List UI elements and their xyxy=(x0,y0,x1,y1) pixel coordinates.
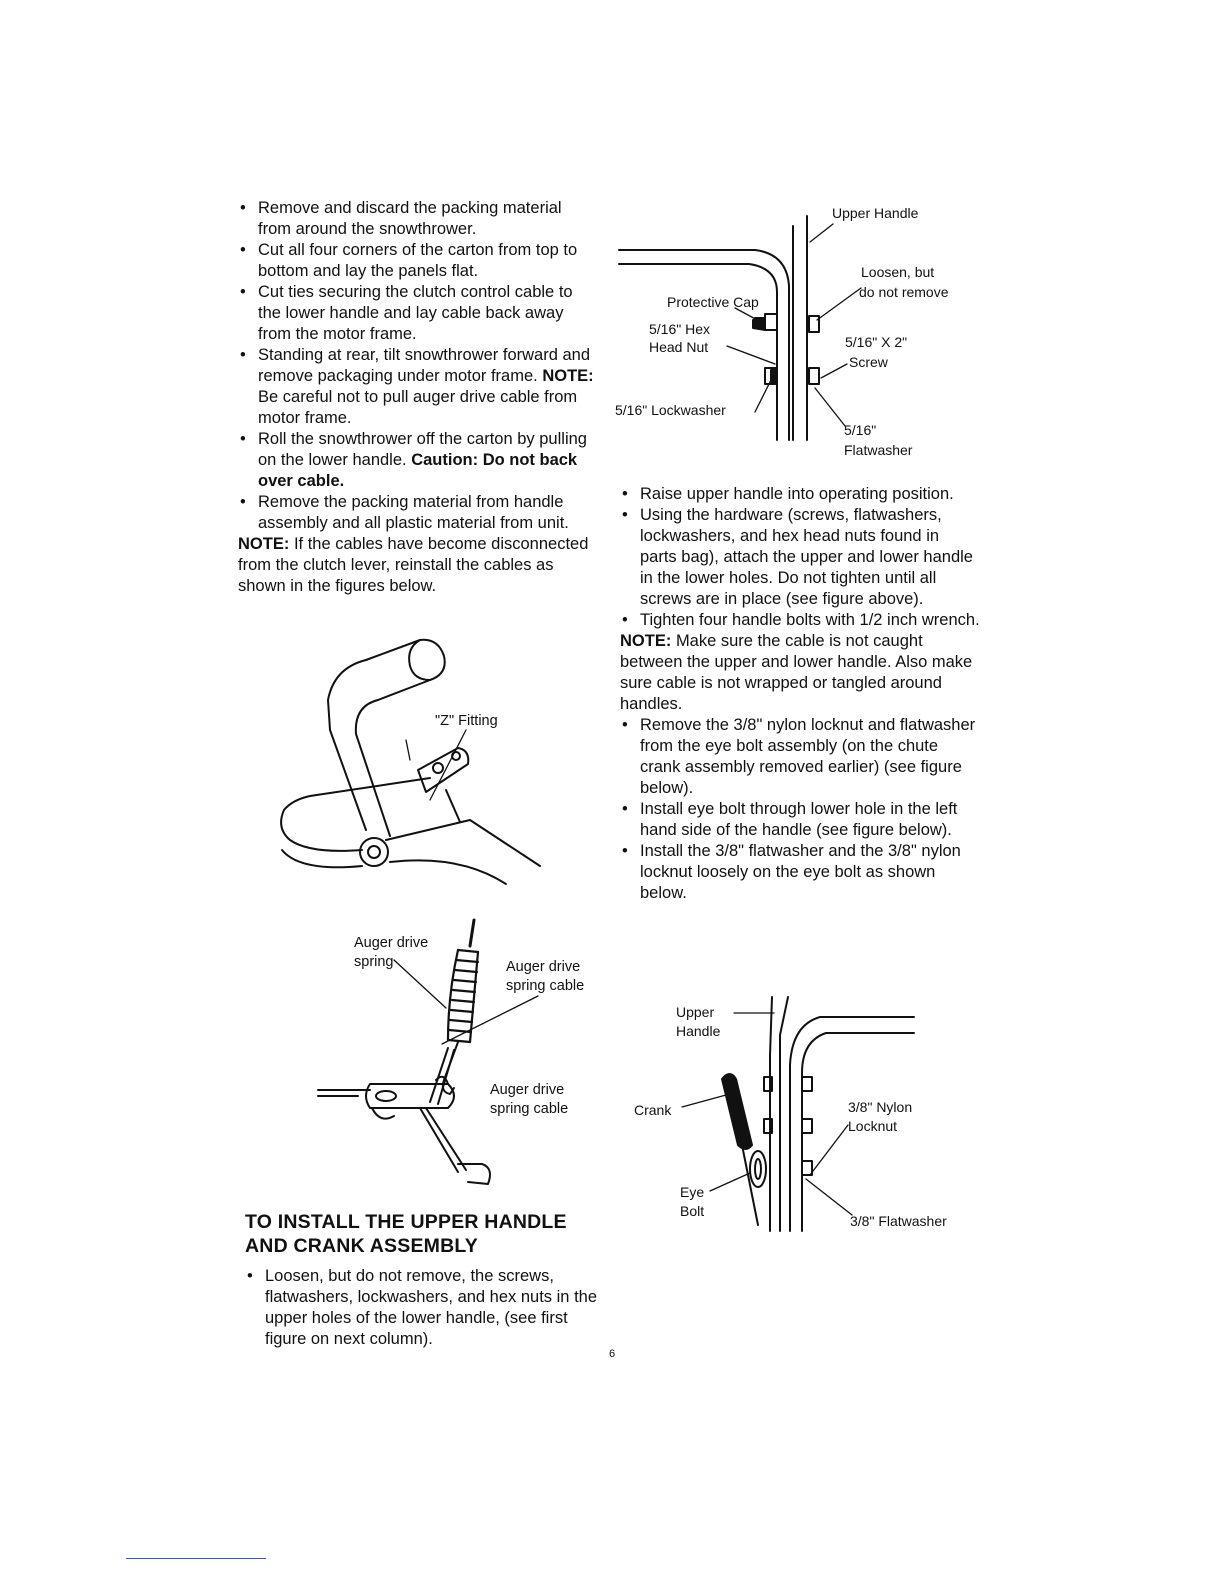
list-item: Loosen, but do not remove, the screws, f… xyxy=(245,1266,605,1350)
loosen-label-1: Loosen, but xyxy=(861,264,935,280)
locknut-label-1: 3/8" Nylon xyxy=(848,1099,913,1115)
auger-spring-label-1: Auger drive xyxy=(354,935,429,951)
section-heading: TO INSTALL THE UPPER HANDLE AND CRANK AS… xyxy=(245,1210,605,1258)
cable-caught-note: NOTE: Make sure the cable is not caught … xyxy=(620,631,980,715)
note-label: NOTE: xyxy=(238,535,290,553)
step-text: Install the 3/8" flatwasher and the 3/8"… xyxy=(640,842,961,902)
clutch-lever-drawing xyxy=(280,638,541,885)
protective-cap-label: Protective Cap xyxy=(667,294,759,310)
page-number: 6 xyxy=(609,1348,616,1360)
list-item: Tighten four handle bolts with 1/2 inch … xyxy=(620,610,980,631)
footer-rule xyxy=(126,1558,266,1559)
lower-cable-label-2: spring cable xyxy=(490,1101,569,1117)
lower-cable-label-1: Auger drive xyxy=(490,1082,565,1098)
upper-handle-label-2: Handle xyxy=(676,1023,721,1039)
handle-hardware-figure: Upper Handle Loosen, but do not remove P… xyxy=(615,196,985,466)
auger-spring-label-2: spring xyxy=(354,954,394,970)
flatwasher-label-1: 5/16" xyxy=(844,422,877,438)
list-item: Cut ties securing the clutch control cab… xyxy=(238,282,598,345)
upper-handle-label: Upper Handle xyxy=(832,205,919,221)
note-text: Be careful not to pull auger drive cable… xyxy=(258,388,578,427)
cable-note: NOTE: If the cables have become disconne… xyxy=(238,534,598,597)
step-text: Cut all four corners of the carton from … xyxy=(258,241,578,280)
note-text: Make sure the cable is not caught betwee… xyxy=(620,632,973,713)
step-text: Remove the packing material from handle … xyxy=(258,493,569,532)
screw-label-2: Screw xyxy=(849,354,888,370)
eye-bolt-label-1: Eye xyxy=(680,1184,705,1200)
auger-spring-drawing xyxy=(317,918,539,1185)
z-fitting-figure: "Z" Fitting xyxy=(270,638,590,890)
crank-eyebolt-drawing xyxy=(681,996,915,1232)
unpacking-steps: Remove and discard the packing material … xyxy=(238,198,598,534)
handle-steps: Raise upper handle into operating positi… xyxy=(620,484,980,631)
auger-spring-figure: Auger drive spring Auger drive spring ca… xyxy=(317,918,608,1190)
step-text: Install eye bolt through lower hole in t… xyxy=(640,800,958,839)
list-item: Install eye bolt through lower hole in t… xyxy=(620,799,980,841)
step-text: Standing at rear, tilt snowthrower forwa… xyxy=(258,346,591,385)
step-text: Tighten four handle bolts with 1/2 inch … xyxy=(640,611,980,629)
step-text: Remove the 3/8" nylon locknut and flatwa… xyxy=(640,716,976,797)
crank-eyebolt-figure: Upper Handle Crank 3/8" Nylon Locknut Ey… xyxy=(630,995,980,1245)
hex-nut-label-2: Head Nut xyxy=(649,339,709,355)
caution-text: Caution: Do not back over cable. xyxy=(258,451,578,490)
spring-cable-label-2: spring cable xyxy=(506,978,585,994)
flatwasher-label-2: Flatwasher xyxy=(844,442,913,458)
step-text: Cut ties securing the clutch control cab… xyxy=(258,283,573,343)
left-column: Remove and discard the packing material … xyxy=(238,198,598,597)
z-fitting-label: "Z" Fitting xyxy=(435,713,498,729)
crank-steps: Remove the 3/8" nylon locknut and flatwa… xyxy=(620,715,980,904)
note-text: If the cables have become disconnected f… xyxy=(238,535,589,595)
upper-handle-label-1: Upper xyxy=(676,1004,715,1020)
section-steps: Loosen, but do not remove, the screws, f… xyxy=(245,1266,605,1350)
spring-cable-label-1: Auger drive xyxy=(506,959,581,975)
heading-line-1: TO INSTALL THE UPPER HANDLE xyxy=(245,1211,567,1233)
list-item: Remove and discard the packing material … xyxy=(238,198,598,240)
note-label: NOTE: xyxy=(620,632,672,650)
list-item: Remove the 3/8" nylon locknut and flatwa… xyxy=(620,715,980,799)
handle-hardware-drawing xyxy=(618,215,862,441)
step-text: Remove and discard the packing material … xyxy=(258,199,562,238)
upper-handle-section: TO INSTALL THE UPPER HANDLE AND CRANK AS… xyxy=(245,1210,605,1350)
crank-label: Crank xyxy=(634,1102,672,1118)
lockwasher-label: 5/16" Lockwasher xyxy=(615,402,726,418)
locknut-label-2: Locknut xyxy=(848,1118,898,1134)
list-item: Roll the snowthrower off the carton by p… xyxy=(238,429,598,492)
list-item: Remove the packing material from handle … xyxy=(238,492,598,534)
list-item: Cut all four corners of the carton from … xyxy=(238,240,598,282)
loosen-label-2: do not remove xyxy=(859,284,949,300)
right-column: Raise upper handle into operating positi… xyxy=(620,484,980,904)
list-item: Install the 3/8" flatwasher and the 3/8"… xyxy=(620,841,980,904)
step-text: Using the hardware (screws, flatwashers,… xyxy=(640,506,973,608)
step-text: Loosen, but do not remove, the screws, f… xyxy=(265,1267,598,1348)
screw-label-1: 5/16" X 2" xyxy=(845,334,908,350)
heading-line-2: AND CRANK ASSEMBLY xyxy=(245,1235,478,1257)
step-text: Raise upper handle into operating positi… xyxy=(640,485,954,503)
flatwasher-label: 3/8" Flatwasher xyxy=(850,1213,947,1229)
hex-nut-label-1: 5/16" Hex xyxy=(649,321,711,337)
list-item: Standing at rear, tilt snowthrower forwa… xyxy=(238,345,598,429)
list-item: Using the hardware (screws, flatwashers,… xyxy=(620,505,980,610)
note-label: NOTE: xyxy=(542,367,594,385)
eye-bolt-label-2: Bolt xyxy=(680,1203,705,1219)
list-item: Raise upper handle into operating positi… xyxy=(620,484,980,505)
step-text: Roll the snowthrower off the carton by p… xyxy=(258,430,587,469)
